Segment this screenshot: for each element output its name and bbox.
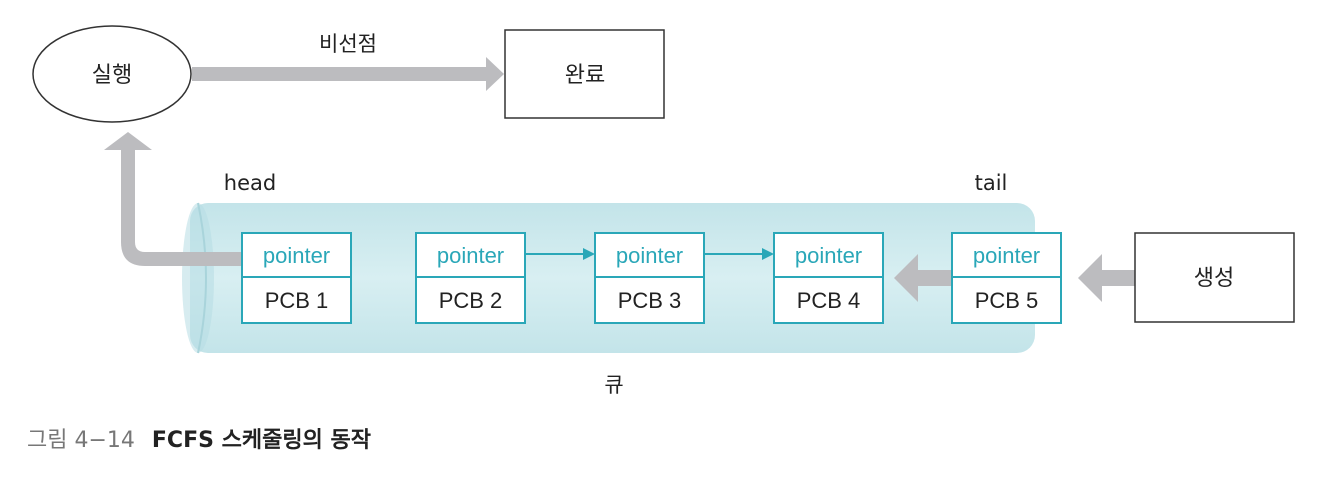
pcb-5: pointer PCB 5 <box>951 232 1062 324</box>
running-label: 실행 <box>92 63 132 88</box>
flow-arrows <box>104 57 1136 302</box>
pcb-3-pointer: pointer <box>616 243 683 268</box>
done-label: 완료 <box>565 63 605 88</box>
figure-number: 그림 4−14 <box>27 428 135 453</box>
create-arrow <box>1078 254 1136 302</box>
dispatch-arrow <box>104 132 242 266</box>
pcb-1-pointer: pointer <box>263 243 330 268</box>
pcb-1-name: PCB 1 <box>265 288 329 313</box>
figure-title: FCFS 스케줄링의 동작 <box>151 428 371 453</box>
pcb2-to-pcb3-link <box>526 248 595 260</box>
create-label: 생성 <box>1194 266 1234 291</box>
pcb3-to-pcb4-link <box>705 248 774 260</box>
pcb-2-pointer: pointer <box>437 243 504 268</box>
pcb-2-name: PCB 2 <box>439 288 503 313</box>
queue-label: 큐 <box>604 373 623 397</box>
pcb-4: pointer PCB 4 <box>773 232 884 324</box>
pcb-3: pointer PCB 3 <box>594 232 705 324</box>
figure-caption: 그림 4−14 FCFS 스케줄링의 동작 <box>27 426 371 456</box>
pcb-3-name: PCB 3 <box>618 288 682 313</box>
pcb-4-pointer: pointer <box>795 243 862 268</box>
pointer-link-arrows <box>526 248 774 260</box>
running-node: 실행 <box>32 25 192 123</box>
pcb-2: pointer PCB 2 <box>415 232 526 324</box>
pcb-5-pointer: pointer <box>973 243 1040 268</box>
pcb5-to-pcb4-arrow <box>894 254 952 302</box>
non-preemptive-label: 비선점 <box>319 32 377 56</box>
head-label: head <box>224 171 276 195</box>
tail-label: tail <box>975 171 1008 195</box>
non-preemptive-arrow <box>192 57 504 91</box>
pcb-1: pointer PCB 1 <box>241 232 352 324</box>
pcb-5-name: PCB 5 <box>975 288 1039 313</box>
pcb-4-name: PCB 4 <box>797 288 861 313</box>
create-node: 생성 <box>1134 232 1295 323</box>
done-node: 완료 <box>504 29 665 119</box>
